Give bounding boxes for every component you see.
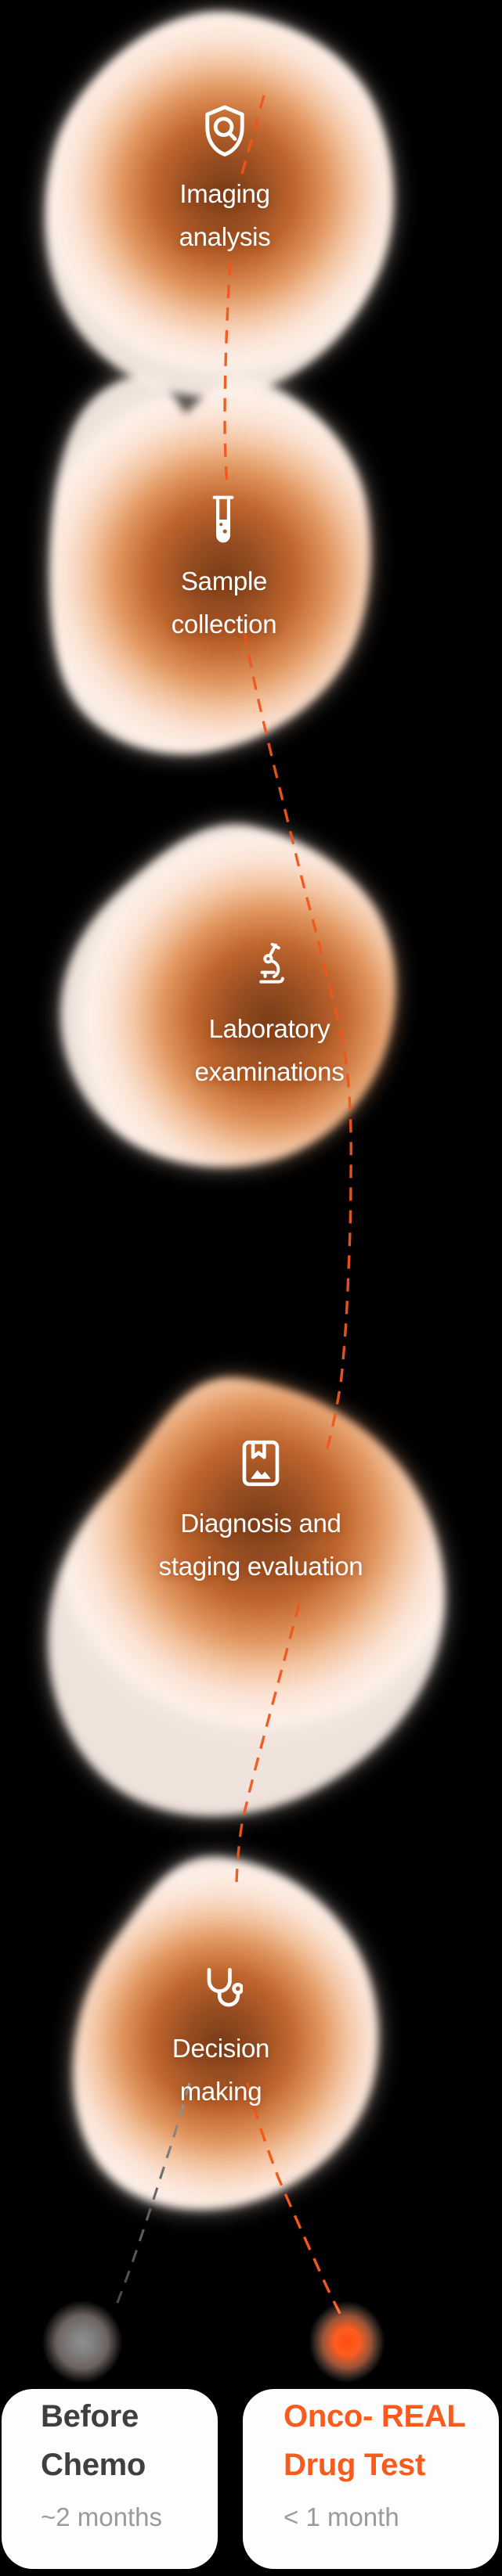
blob-shapes xyxy=(45,12,445,2210)
onco-real-dot xyxy=(305,2297,388,2387)
before-chemo-title-line: Chemo xyxy=(41,2448,146,2482)
before-chemo-card: Before Chemo ~2 months xyxy=(2,2389,218,2569)
shield-search-icon xyxy=(202,104,247,157)
step-label-line: Diagnosis and xyxy=(180,1509,341,1538)
before-chemo-dot xyxy=(38,2297,126,2387)
book-image-icon xyxy=(241,1440,280,1487)
step-label-laboratory-examinations: Laboratory examinations xyxy=(113,1007,426,1093)
before-chemo-title-line: Before xyxy=(41,2399,139,2434)
test-tube-icon xyxy=(211,495,235,545)
onco-real-card: Onco- REAL Drug Test < 1 month xyxy=(243,2389,499,2569)
step-label-diagnosis-staging: Diagnosis and staging evaluation xyxy=(104,1502,417,1588)
before-chemo-title: Before Chemo xyxy=(41,2392,218,2489)
step-label-line: staging evaluation xyxy=(158,1552,363,1581)
onco-real-duration: < 1 month xyxy=(284,2502,399,2531)
step-label-line: Sample xyxy=(180,567,268,595)
onco-real-title: Onco- REAL Drug Test xyxy=(284,2392,499,2489)
step-label-line: analysis xyxy=(179,222,271,251)
before-chemo-duration: ~2 months xyxy=(41,2502,163,2531)
step-label-line: Laboratory xyxy=(208,1014,330,1043)
step-label-line: making xyxy=(179,2077,262,2106)
onco-real-title-line: Drug Test xyxy=(284,2448,426,2482)
stethoscope-icon xyxy=(202,1967,243,2013)
step-label-line: Decision xyxy=(172,2034,270,2063)
step-label-line: examinations xyxy=(194,1057,345,1086)
step-label-sample-collection: Sample collection xyxy=(67,559,381,646)
branch-before-chemo-line xyxy=(114,2082,191,2309)
connector-dashed-line xyxy=(223,95,352,1883)
onco-real-title-line: Onco- REAL xyxy=(284,2399,466,2434)
step-label-decision-making: Decision making xyxy=(64,2027,377,2113)
microscope-icon xyxy=(255,943,286,990)
branch-onco-real-line xyxy=(246,2082,344,2319)
step-label-line: Imaging xyxy=(179,179,270,208)
step-label-imaging-analysis: Imaging analysis xyxy=(68,172,381,258)
step-label-line: collection xyxy=(171,610,277,639)
